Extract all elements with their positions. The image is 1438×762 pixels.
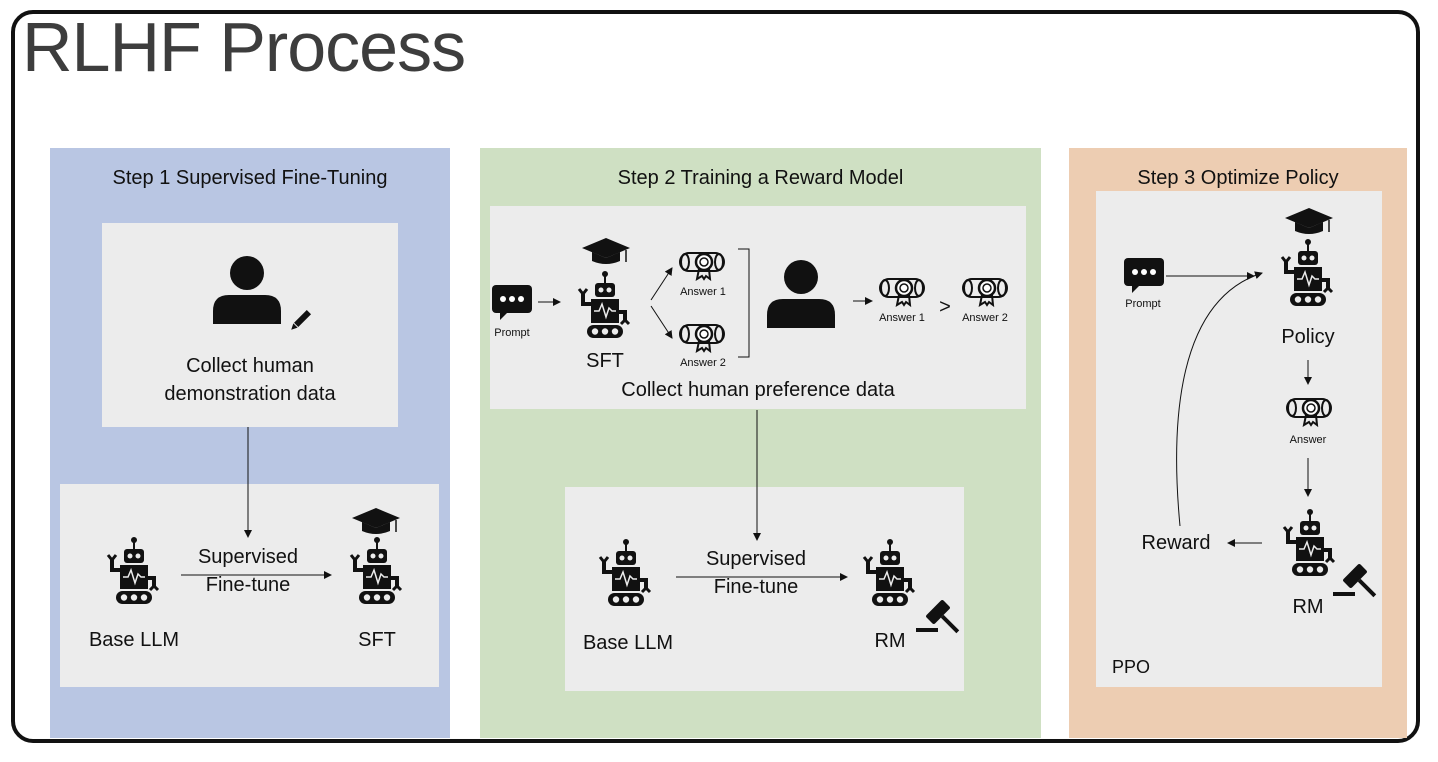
step3-policy-label: Policy: [1281, 326, 1335, 348]
step2-prompt-label: Prompt: [494, 327, 530, 339]
step2-panel: Step 2 Training a Reward Model: [480, 148, 1041, 738]
step1-collect-label-line1: Collect human: [186, 355, 314, 377]
step1-sft-label: SFT: [358, 629, 396, 651]
step3-panel: Step 3 Optimize Policy: [1069, 148, 1407, 738]
step2-edge-line2: Fine-tune: [713, 576, 799, 598]
step3-rm-label: RM: [1292, 596, 1324, 618]
step2-edge-line1: Supervised: [705, 548, 807, 570]
step2-collect-label: Collect human preference data: [621, 379, 895, 401]
step2-sft-label: SFT: [586, 350, 624, 372]
step1-edge-line2: Fine-tune: [205, 574, 291, 596]
step2-rank-answer2-label: Answer 2: [962, 312, 1008, 324]
step1-title: Step 1 Supervised Fine-Tuning: [112, 167, 388, 189]
step3-ppo-label: PPO: [1112, 657, 1151, 677]
step3-ppo-box: [1096, 191, 1382, 687]
step2-title: Step 2 Training a Reward Model: [617, 167, 904, 189]
step2-answer2-label: Answer 2: [680, 357, 726, 369]
step2-rank-answer1-label: Answer 1: [879, 312, 925, 324]
step3-reward-label: Reward: [1141, 532, 1211, 554]
step2-answer1-label: Answer 1: [680, 286, 726, 298]
page-title: RLHF Process: [22, 8, 466, 86]
step1-base-llm-label: Base LLM: [88, 629, 180, 651]
step2-base-llm-label: Base LLM: [582, 632, 674, 654]
step3-answer-label: Answer: [1289, 434, 1327, 446]
step3-title: Step 3 Optimize Policy: [1137, 167, 1339, 189]
step1-edge-line1: Supervised: [197, 546, 299, 568]
step1-collect-label-line2: demonstration data: [164, 383, 336, 405]
step3-prompt-label: Prompt: [1125, 298, 1161, 310]
step2-gt-symbol: >: [939, 296, 951, 318]
step2-rm-label: RM: [874, 630, 906, 652]
